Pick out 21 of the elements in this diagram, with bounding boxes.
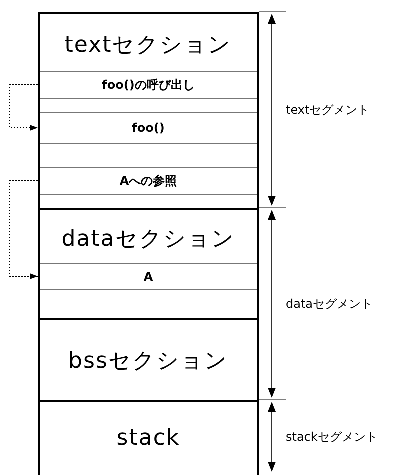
memory-row [40,263,257,290]
segment-label: dataセグメント [286,296,374,313]
entry-label: foo() [132,121,165,135]
entry-label: A [144,270,154,284]
segment-label: stackセグメント [286,429,378,446]
entry-label: foo()の呼び出し [102,76,195,94]
section-block [38,318,259,400]
section-title: dataセクション [60,226,236,254]
memory-row [40,167,257,195]
section-block [38,400,259,475]
memory-row [40,71,257,99]
section-block [38,208,259,318]
memory-row [40,112,257,144]
reference-arrow [10,180,38,280]
section-title: textセクション [64,32,234,60]
section-title: stack [116,426,182,450]
entry-label: Aへの参照 [120,172,178,190]
segment-label: textセグメント [286,102,370,119]
reference-arrow [10,84,38,131]
section-title: bssセクション [68,348,230,376]
section-block [38,12,259,208]
